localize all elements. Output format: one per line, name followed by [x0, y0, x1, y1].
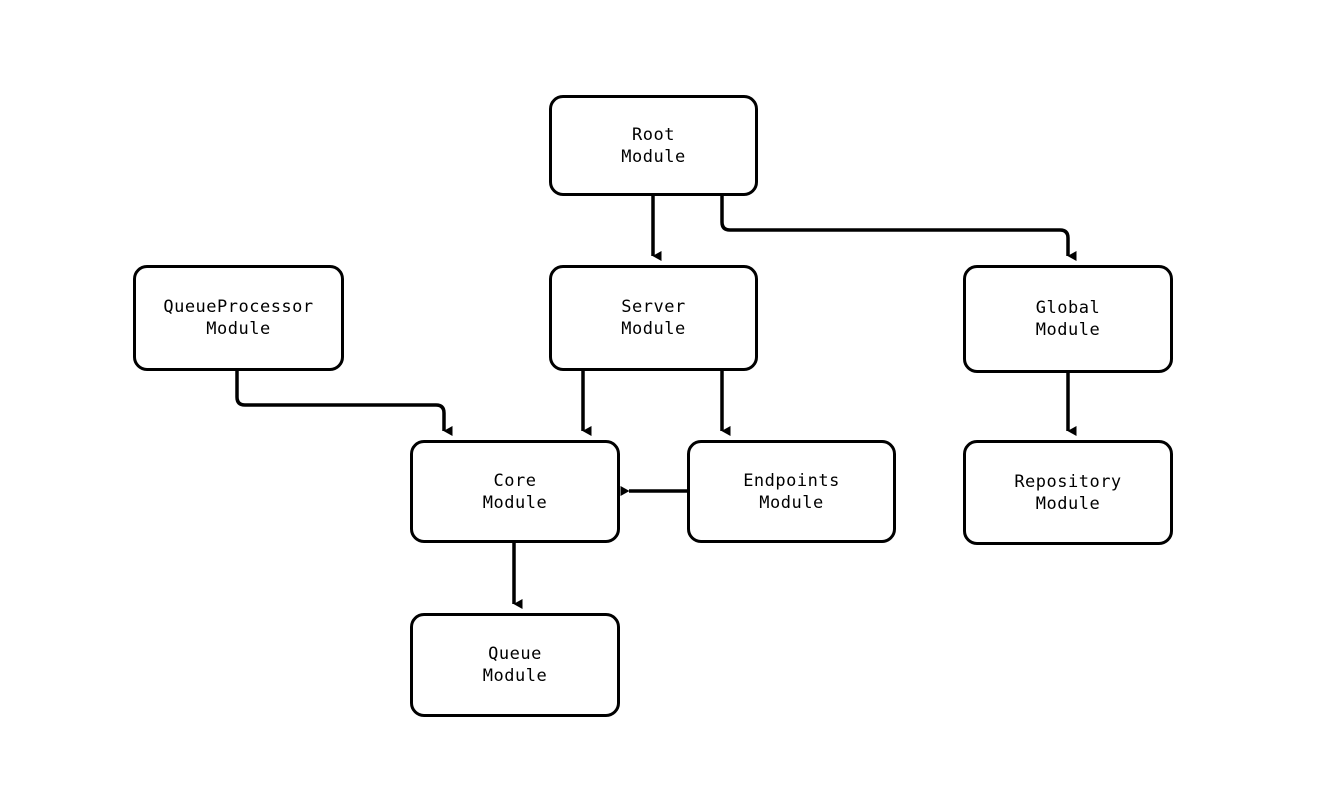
node-queue-module[interactable]: Queue Module [410, 613, 620, 717]
edge-root-global [720, 196, 1077, 261]
edge-queueprocessor-core [235, 371, 453, 436]
node-repository-module[interactable]: Repository Module [963, 440, 1173, 545]
node-label: Global Module [1035, 298, 1101, 340]
node-label: Endpoints Module [743, 470, 840, 513]
node-core-module[interactable]: Core Module [410, 440, 620, 543]
node-server-module[interactable]: Server Module [549, 265, 758, 371]
node-label: Server Module [621, 297, 686, 339]
node-queueprocessor-module[interactable]: QueueProcessor Module [133, 265, 344, 371]
node-root-module[interactable]: Root Module [549, 95, 758, 196]
node-endpoints-module[interactable]: Endpoints Module [687, 440, 896, 543]
node-global-module[interactable]: Global Module [963, 265, 1173, 373]
node-label: Core Module [482, 470, 548, 513]
node-label: Root Module [621, 124, 686, 167]
node-label: Queue Module [482, 644, 548, 686]
node-label: Repository Module [1014, 471, 1122, 514]
node-label: QueueProcessor Module [163, 297, 314, 339]
